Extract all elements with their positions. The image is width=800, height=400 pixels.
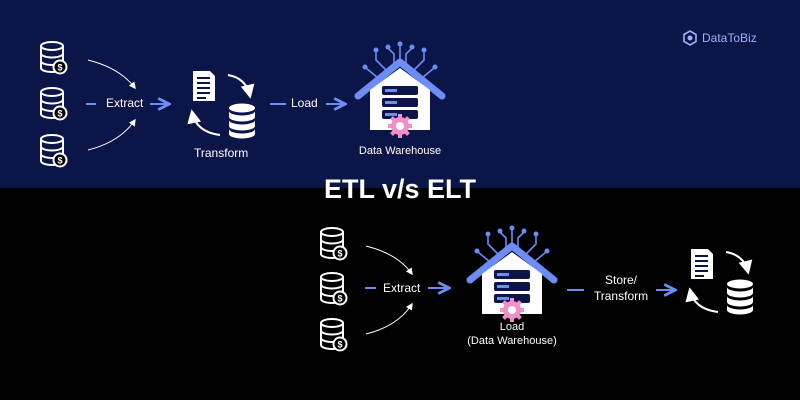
database-dollar-icon (320, 318, 348, 352)
etl-extract-label: Extract (106, 96, 144, 110)
database-dollar-icon (320, 272, 348, 306)
elt-extract-label: Extract (383, 281, 421, 295)
transform-arrow-down (725, 251, 753, 275)
database-dollar-icon (320, 227, 348, 261)
etl-warehouse-label: Data Warehouse (358, 145, 442, 157)
database-dollar-icon (40, 41, 68, 75)
page-title: ETL v/s ELT (323, 174, 477, 204)
elt-extract-arrows (365, 245, 413, 335)
database-dollar-icon (40, 134, 68, 168)
etl-extract-arrows (87, 59, 136, 151)
transform-arrow-up (685, 287, 719, 313)
etl-source-databases (40, 41, 68, 168)
elt-load-label-line1: Load (499, 321, 525, 333)
database-icon (229, 103, 255, 139)
database-dollar-icon (40, 87, 68, 121)
warehouse-icon (470, 226, 554, 323)
brand-name: DataToBiz (702, 31, 757, 45)
elt-store-label-line1: Store/ (604, 273, 637, 287)
document-icon (691, 249, 713, 279)
brand: DataToBiz (682, 30, 757, 46)
warehouse-icon (358, 42, 442, 139)
elt-store-label-line2: Transform (593, 289, 649, 303)
etl-load-label: Load (291, 96, 318, 110)
brand-logo-icon (683, 30, 697, 46)
transform-arrow-up (187, 109, 221, 136)
document-icon (193, 71, 215, 101)
elt-source-databases (320, 227, 348, 352)
elt-load-label-line2: (Data Warehouse) (467, 335, 557, 347)
database-icon (727, 279, 753, 315)
transform-arrow-down (227, 74, 255, 99)
etl-transform-label: Transform (194, 146, 249, 160)
